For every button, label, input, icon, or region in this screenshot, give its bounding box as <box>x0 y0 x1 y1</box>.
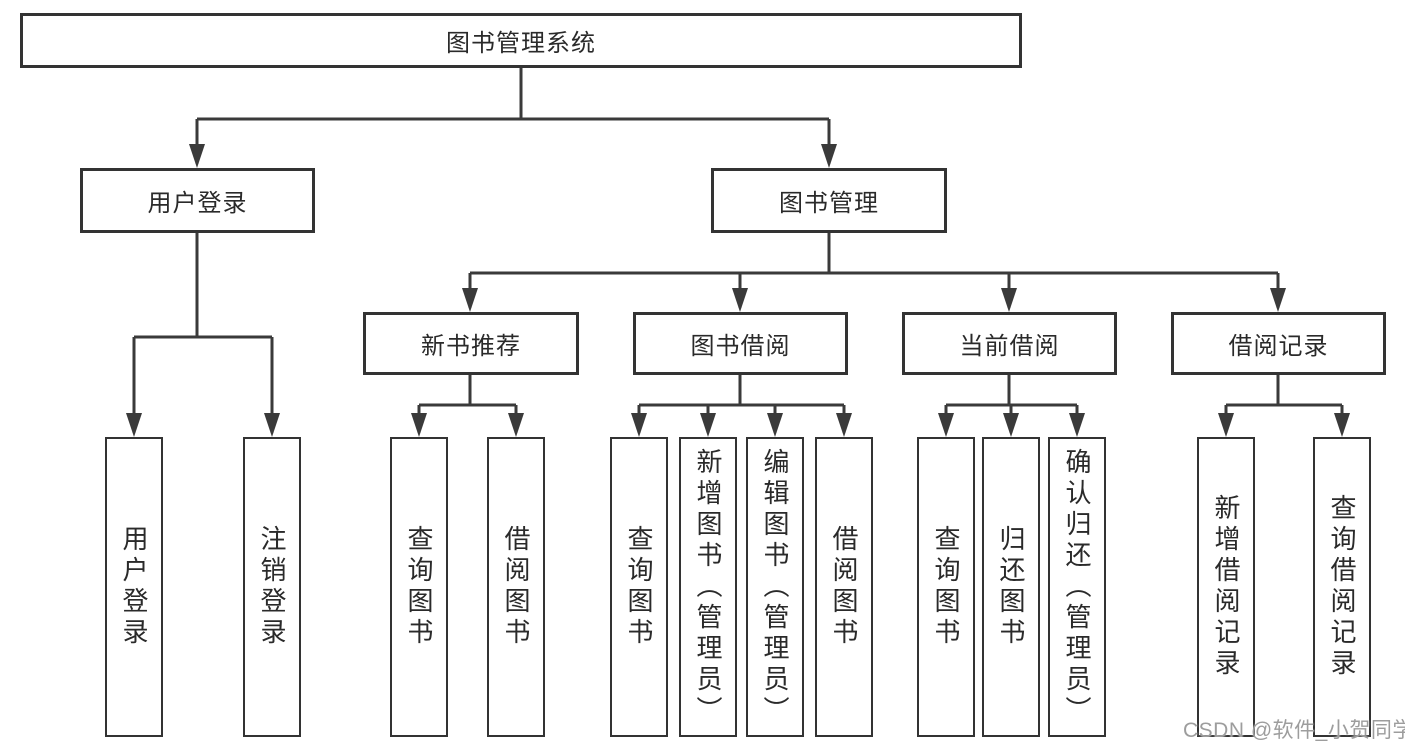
node-label: 查询图书 <box>404 525 434 649</box>
leaf-edit-books-admin: 编辑图书（管理员） <box>746 437 804 737</box>
node-label: 借阅图书 <box>829 525 859 649</box>
leaf-add-books-admin: 新增图书（管理员） <box>679 437 737 737</box>
node-label: 注销登录 <box>257 525 287 649</box>
node-new-book-recommend: 新书推荐 <box>363 312 579 375</box>
leaf-borrow-books-1: 借阅图书 <box>487 437 545 737</box>
node-label: 图书管理 <box>779 190 879 217</box>
leaf-query-books-1: 查询图书 <box>390 437 448 737</box>
node-label: 查询图书 <box>624 525 654 649</box>
node-label: 借阅图书 <box>501 525 531 649</box>
node-current-borrowing: 当前借阅 <box>902 312 1117 375</box>
leaf-add-borrow-record: 新增借阅记录 <box>1197 437 1255 737</box>
leaf-query-books-2: 查询图书 <box>610 437 668 737</box>
node-label: 图书管理系统 <box>446 30 596 57</box>
leaf-logout: 注销登录 <box>243 437 301 737</box>
node-label: 编辑图书（管理员） <box>760 447 790 727</box>
node-label: 确认归还（管理员） <box>1062 447 1092 727</box>
leaf-borrow-books-2: 借阅图书 <box>815 437 873 737</box>
node-label: 新增图书（管理员） <box>693 447 723 727</box>
node-label: 图书借阅 <box>690 333 791 360</box>
node-user-login: 用户登录 <box>80 168 315 233</box>
leaf-return-books: 归还图书 <box>982 437 1040 737</box>
csdn-watermark: CSDN @软件_小贺同学 <box>1183 719 1405 742</box>
arrowheads <box>126 144 1350 437</box>
node-system-root: 图书管理系统 <box>20 13 1022 68</box>
leaf-query-books-3: 查询图书 <box>917 437 975 737</box>
node-label: 新增借阅记录 <box>1211 494 1241 680</box>
leaf-user-login: 用户登录 <box>105 437 163 737</box>
node-label: 归还图书 <box>996 525 1026 649</box>
node-book-management: 图书管理 <box>711 168 947 233</box>
node-label: 借阅记录 <box>1228 333 1329 360</box>
node-label: 用户登录 <box>119 525 149 649</box>
node-borrow-records: 借阅记录 <box>1171 312 1386 375</box>
node-label: 新书推荐 <box>421 333 521 360</box>
node-label: 当前借阅 <box>959 333 1060 360</box>
leaf-confirm-return-admin: 确认归还（管理员） <box>1048 437 1106 737</box>
leaf-query-borrow-record: 查询借阅记录 <box>1313 437 1371 737</box>
node-label: 查询借阅记录 <box>1327 494 1357 680</box>
node-label: 用户登录 <box>147 190 248 217</box>
node-book-borrowing: 图书借阅 <box>633 312 848 375</box>
node-label: 查询图书 <box>931 525 961 649</box>
